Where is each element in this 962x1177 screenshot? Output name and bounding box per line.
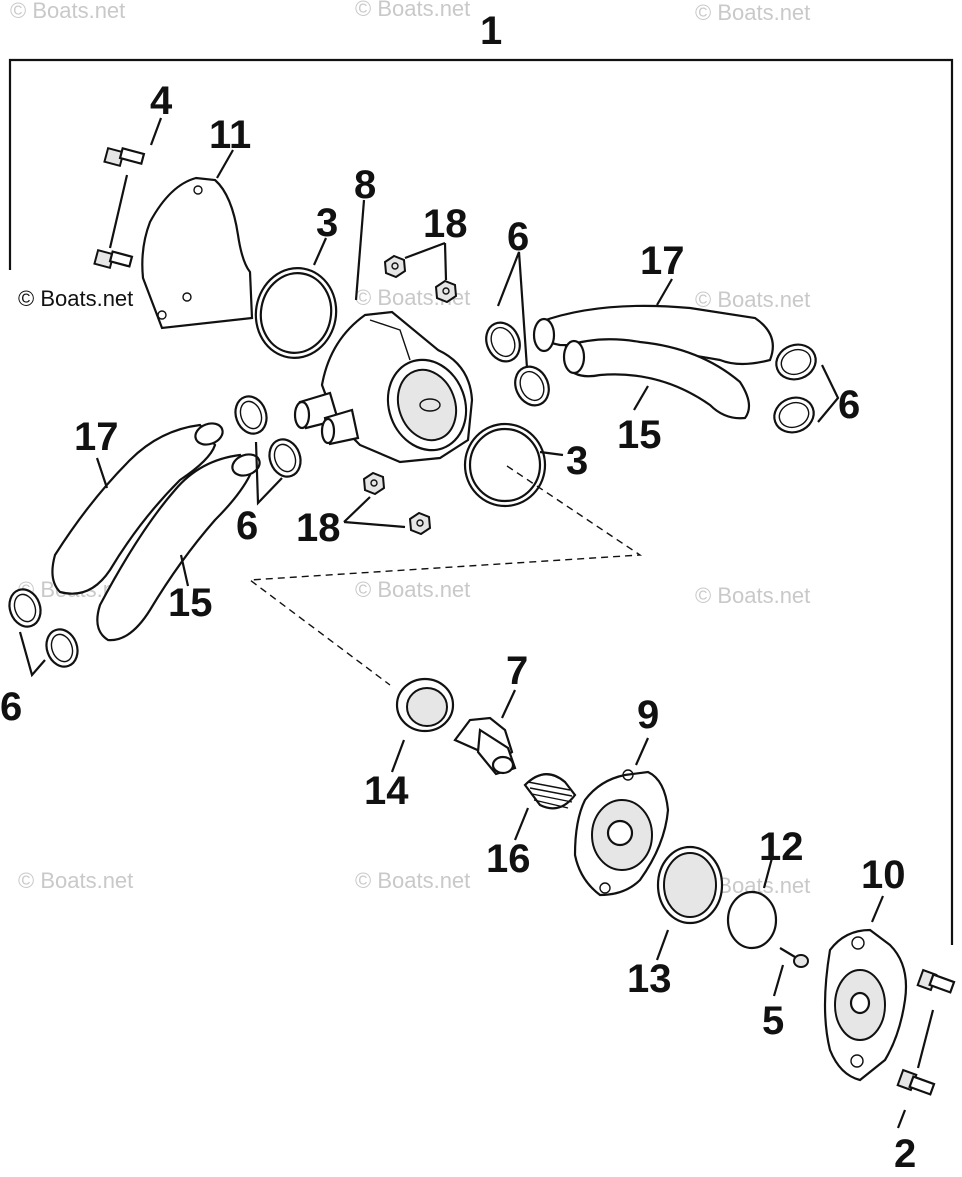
part-14-seal [395, 677, 455, 733]
callout-9: 9 [637, 693, 659, 737]
watermark: © Boats.net [695, 0, 810, 25]
callout-18: 18 [423, 202, 468, 246]
callout-16: 16 [486, 837, 531, 881]
callout-3: 3 [316, 201, 338, 245]
part-18-nuts [343, 241, 458, 536]
part-17-15-hoses-left [51, 422, 261, 642]
callout-11: 11 [209, 113, 251, 157]
part-4-bolts [93, 146, 146, 270]
part-13-gasket [656, 845, 724, 925]
part-16-spring [523, 773, 577, 810]
leader-lines [95, 117, 885, 997]
callout-numbers: 1 2 3 3 4 5 6 6 6 6 7 8 9 10 11 12 13 14… [0, 9, 916, 1176]
callout-18: 18 [296, 506, 341, 550]
part-17-15-hoses-right [532, 304, 774, 420]
callout-12: 12 [759, 825, 804, 869]
watermark: © Boats.net [10, 0, 125, 23]
callout-6: 6 [236, 504, 258, 548]
part-3-o-rings [254, 267, 547, 508]
callout-7: 7 [506, 649, 528, 693]
callout-14: 14 [364, 769, 409, 813]
callout-2: 2 [894, 1132, 916, 1176]
part-8-housing [293, 310, 474, 464]
callout-15: 15 [168, 581, 213, 625]
callout-10: 10 [861, 853, 906, 897]
callout-8: 8 [354, 163, 376, 207]
part-10-cap [823, 928, 908, 1082]
callout-13: 13 [627, 957, 672, 1001]
watermark-corner: © Boats.net [18, 286, 133, 311]
callout-5: 5 [762, 999, 784, 1043]
callout-4: 4 [150, 79, 173, 123]
callout-6: 6 [838, 383, 860, 427]
callout-3: 3 [566, 439, 588, 483]
explode-lines [248, 465, 643, 686]
callout-6: 6 [507, 215, 529, 259]
watermark: © Boats.net [355, 0, 470, 21]
callout-1: 1 [480, 9, 502, 53]
part-6-clamps [8, 251, 840, 678]
part-9-cover [573, 769, 670, 897]
part-12-diaphragm [726, 890, 778, 950]
callout-15: 15 [617, 413, 662, 457]
callout-17: 17 [74, 415, 119, 459]
watermark: © Boats.net [695, 583, 810, 608]
watermark: © Boats.net [355, 577, 470, 602]
callout-6: 6 [0, 685, 22, 729]
part-11-plate [141, 176, 254, 330]
part-2-bolts [896, 968, 956, 1129]
watermark: © Boats.net [355, 868, 470, 893]
callout-17: 17 [640, 239, 685, 283]
part-7-thermostat [453, 716, 517, 776]
part-5-screw [779, 947, 809, 968]
watermark: © Boats.net [18, 868, 133, 893]
watermark: © Boats.net [695, 287, 810, 312]
assembly-bracket [8, 58, 954, 945]
